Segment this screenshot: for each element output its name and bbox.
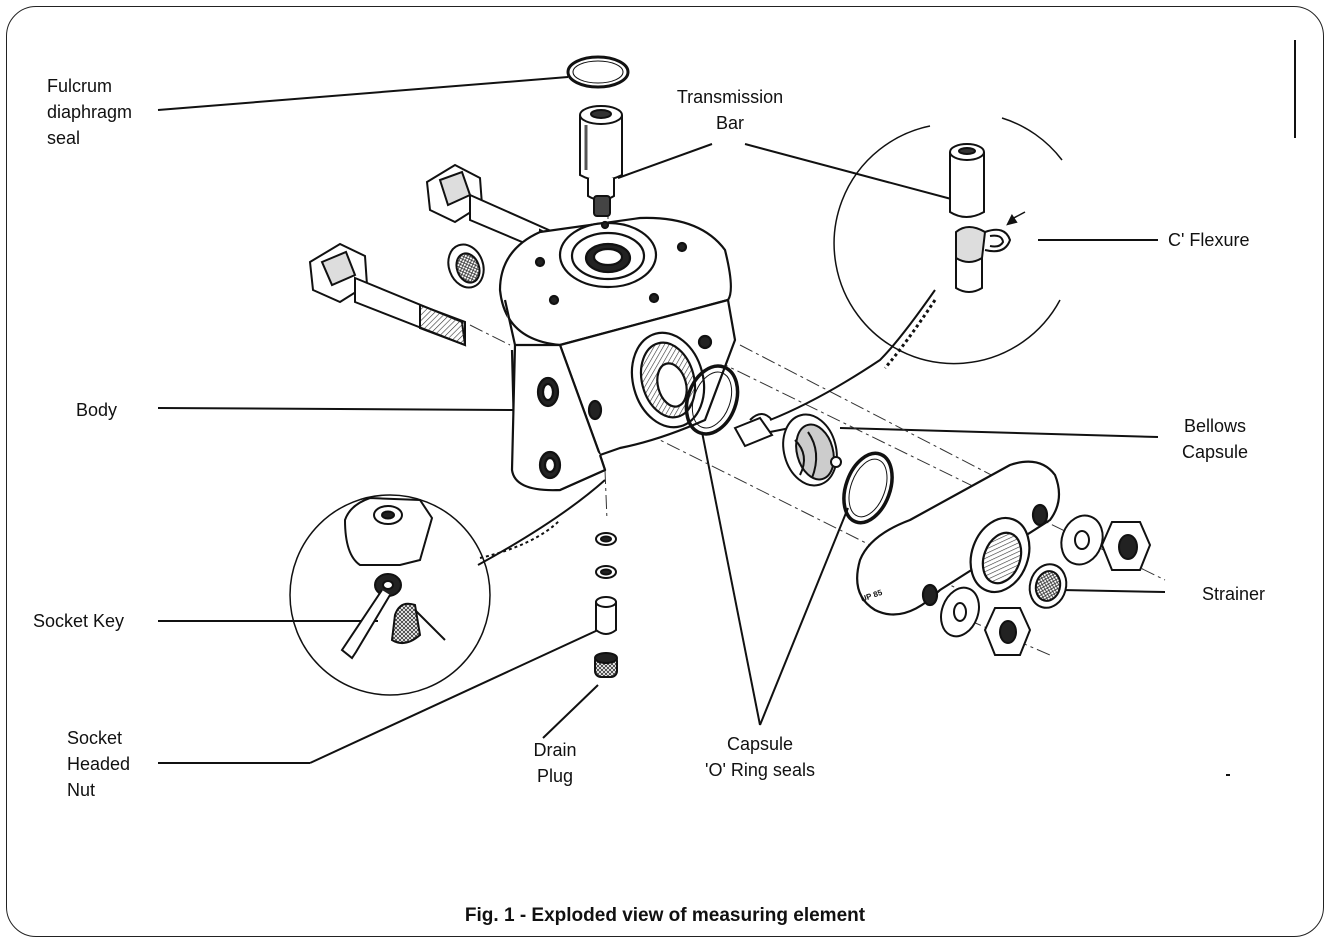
leader-drain [542,684,599,739]
label-line: Socket [67,728,123,748]
label-drain-plug: Drain Plug [505,737,605,789]
detail-key-parts [340,496,446,660]
label-socket-key: Socket Key [33,611,125,631]
label-line: diaphragm [47,102,133,122]
label-line: Fulcrum [47,76,113,96]
detail-flexure-parts [949,143,1026,293]
label-line: Drain [533,740,577,760]
fulcrum-seal-ring [566,55,630,89]
label-strainer: Strainer [1202,584,1266,604]
label-line: Bellows [1183,416,1247,436]
washer-upper [1060,514,1104,566]
label-line: Nut [67,780,96,800]
nut-lower [983,607,1032,656]
detail-circle-flexure [833,117,1063,365]
label-socket-headed-nut: Socket Headed Nut [67,725,130,803]
label-line: Capsule [726,734,794,754]
bolt-lower [308,242,467,347]
leader-lines [157,76,1230,776]
leader-fulcrum [157,76,569,111]
bellows-capsule [733,413,842,487]
end-flange [856,460,1061,616]
label-line: Plug [536,766,574,786]
label-line: seal [47,128,81,148]
label-line: Transmission [676,87,784,107]
label-body: Body [76,400,118,420]
strainer-right [1028,563,1068,609]
leader-transmission-left [617,143,713,179]
label-capsule-o-ring-seals: Capsule 'O' Ring seals [685,731,835,783]
detail-circle-key [289,494,491,696]
drain-stack [594,532,618,678]
leader-oring-1 [701,431,761,726]
label-fulcrum-diaphragm-seal: Fulcrum diaphragm seal [47,73,132,151]
label-line: Capsule [1181,442,1249,462]
leader-nut-b [309,629,599,764]
figure-caption: Fig. 1 - Exploded view of measuring elem… [464,905,866,926]
leader-oring-2 [759,507,849,726]
label-line: Bar [715,113,744,133]
leader-body [157,407,516,411]
leader-strainer [1061,589,1166,593]
figure-frame [6,6,1324,937]
body-block [498,216,737,492]
label-transmission-bar: Transmission Bar [655,84,805,136]
leader-bellows [839,427,1159,438]
strainer-left [447,243,485,289]
transmission-bar [579,105,623,217]
leader-transmission-right [744,143,956,201]
washer-lower [940,586,980,638]
capsule-o-ring-2 [842,451,894,525]
detail-connector-lower [477,479,606,566]
label-line: 'O' Ring seals [705,760,815,780]
nut-upper [1100,521,1152,571]
label-bellows-capsule: Bellows Capsule [1160,413,1270,465]
capsule-o-ring-1 [684,364,740,436]
detail-connector-upper [769,289,937,421]
label-c-flexure: C' Flexure [1168,230,1250,250]
label-line: Headed [67,754,131,774]
